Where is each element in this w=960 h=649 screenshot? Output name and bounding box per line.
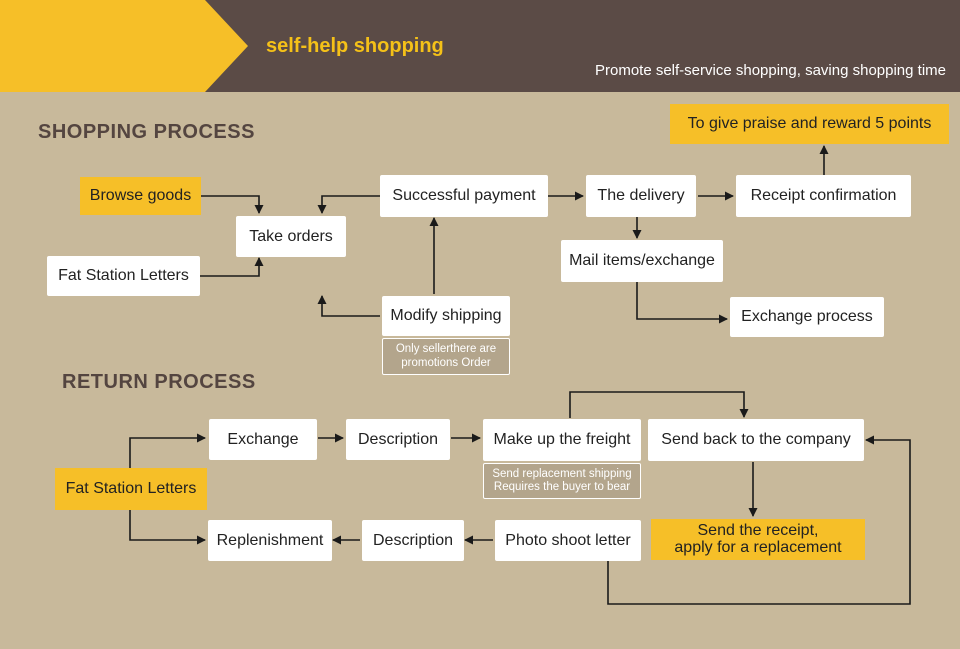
shopping-process-heading: SHOPPING PROCESS	[38, 121, 255, 143]
note-freight-line-1: Send replacement shipping	[492, 467, 632, 480]
note-freight-line-2: Requires the buyer to bear	[493, 481, 631, 493]
connector-photo-loop-to-send-back	[607, 435, 911, 605]
node-replenishment: Replenishment	[208, 520, 332, 561]
node-receipt-confirmation: Receipt confirmation	[736, 175, 911, 217]
connector-fat-station-to-exchange	[129, 433, 206, 468]
node-description-1: Description	[346, 419, 450, 460]
return-process-heading: RETURN PROCESS	[62, 371, 256, 393]
node-modify-shipping: Modify shipping	[382, 296, 510, 336]
node-mail-items-exchange: Mail items/exchange	[561, 240, 723, 282]
node-photo-shoot-letter: Photo shoot letter	[495, 520, 641, 561]
node-description-2: Description	[362, 520, 464, 561]
send-receipt-line-1: Send the receipt,	[697, 521, 819, 539]
page-title: self-help shopping	[266, 35, 444, 57]
node-take-orders: Take orders	[236, 216, 346, 257]
connector-modify-to-orders	[317, 295, 380, 317]
node-successful-payment: Successful payment	[380, 175, 548, 217]
send-receipt-line-2: apply for a replacement	[674, 538, 842, 556]
node-fat-station-letters: Fat Station Letters	[47, 256, 200, 296]
page-subtitle: Promote self-service shopping, saving sh…	[594, 62, 946, 79]
connector-fat-station-to-orders	[200, 257, 264, 277]
node-exchange: Exchange	[209, 419, 317, 460]
connector-freight-to-send-back	[569, 391, 749, 418]
note-modify-line-2: promotions Order	[401, 356, 491, 369]
node-browse-goods: Browse goods	[80, 177, 201, 215]
node-return-fat-station-letters: Fat Station Letters	[55, 468, 207, 510]
connector-payment-to-orders	[317, 195, 380, 214]
node-praise-reward: To give praise and reward 5 points	[670, 104, 949, 144]
node-make-up-freight: Make up the freight	[483, 419, 641, 461]
connector-browse-to-orders	[200, 195, 264, 214]
node-the-delivery: The delivery	[586, 175, 696, 217]
connector-fat-station-to-replenishment	[129, 510, 206, 545]
header-arrow-shape	[0, 0, 248, 92]
note-modify-line-1: Only sellerthere are	[395, 343, 497, 356]
node-send-receipt: Send the receipt,apply for a replacement	[651, 519, 865, 560]
node-exchange-process: Exchange process	[730, 297, 884, 337]
node-send-back-company: Send back to the company	[648, 419, 864, 461]
connector-mail-to-exchange-process	[636, 282, 728, 324]
